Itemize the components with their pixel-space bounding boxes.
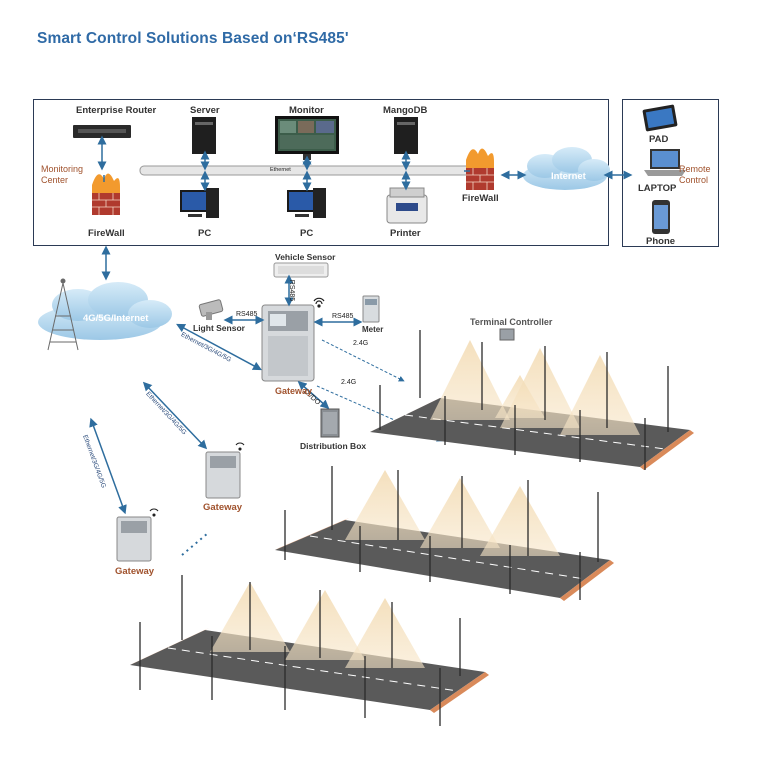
laptop-icon [644,149,686,176]
remote-control-label: Remote Control [679,164,711,185]
internet-label: Internet [551,171,586,182]
firewall-left-label: FireWall [88,228,125,239]
printer-icon [386,187,428,224]
gateway-3-label: Gateway [115,566,155,577]
page-title: Smart Control Solutions Based on‘RS485' [37,30,349,47]
terminal-controller-icon [499,328,515,341]
gateway-3-icon [116,516,152,562]
firewall-right-label: FireWall [462,193,499,204]
router-icon [73,125,131,138]
server-label: Server [190,105,220,116]
light-poles [139,330,669,726]
ethernet-label: Ethernet [270,167,291,173]
ethernet-bar [139,165,471,176]
pc2-icon [287,188,326,218]
road-2 [275,470,614,601]
pad-label: PAD [649,134,669,145]
pc2-label: PC [300,228,314,239]
cellular-cloud-icon [38,282,172,340]
road-1 [370,340,694,470]
printer-label: Printer [390,228,421,239]
pc1-icon [180,188,219,218]
light-sensor-label: Light Sensor [193,323,245,333]
internet-cloud-icon [523,147,610,190]
wifi-3-icon [149,508,159,517]
road-3 [130,582,489,713]
wireless-24g-label-a: 2.4G [353,340,369,347]
vehicle-sensor-icon [273,262,329,278]
gateway-2-label: Gateway [203,502,243,513]
light-sensor-icon [198,299,224,320]
cellular-cloud-label: 4G/5G/Internet [83,313,149,324]
mangodb-label: MangoDB [383,105,428,116]
gateway-2-icon [205,451,241,499]
rs485-light-label: RS485 [236,311,258,318]
terminal-controller-label: Terminal Controller [470,317,553,327]
server-icon [192,117,216,154]
distribution-box-icon [320,408,340,438]
distribution-box-label: Distribution Box [300,441,367,451]
wireless-24g-label-b: 2.4G [341,379,357,386]
pad-icon [642,104,678,132]
laptop-label: LAPTOP [638,183,677,194]
cell-tower-icon [47,278,79,351]
rs485-meter-label: RS485 [332,313,354,320]
phone-label: Phone [646,236,676,247]
mangodb-server-icon [394,117,418,154]
vehicle-sensor-label: Vehicle Sensor [275,252,336,262]
router-label: Enterprise Router [76,105,157,116]
phone-icon [652,200,670,234]
rs485-vehicle-label: RS485 [288,279,296,302]
meter-label: Meter [362,325,384,334]
firewall-right-icon [466,148,494,190]
gateway-main-icon [261,304,315,382]
monitoring-center-label: Monitoring Center [41,164,84,185]
monitor-icon [275,116,339,160]
firewall-left-icon [92,173,120,215]
wifi-icon [313,297,325,308]
monitor-label: Monitor [289,105,324,116]
meter-icon [362,295,380,323]
pc1-label: PC [198,228,212,239]
wifi-2-icon [235,442,245,451]
gateway-main-label: Gateway [275,386,313,396]
